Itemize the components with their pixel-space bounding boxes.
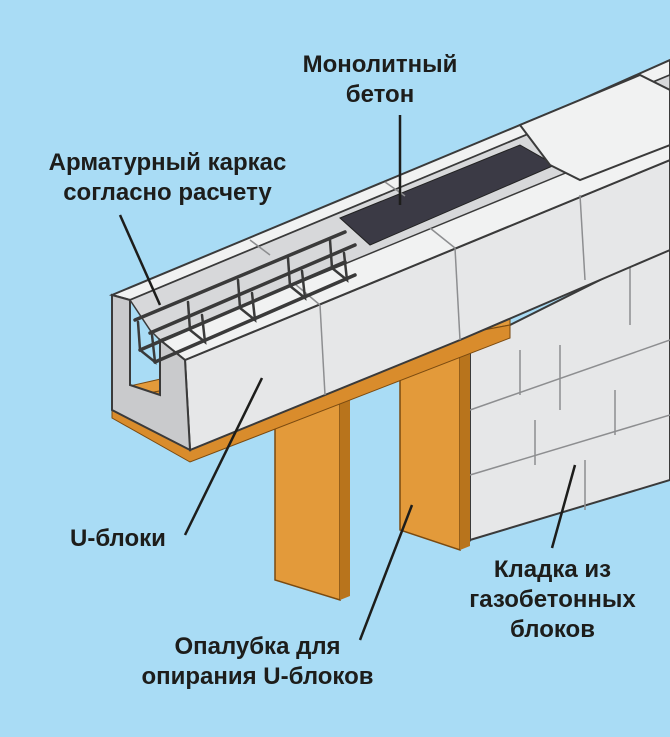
formwork-board-right-side [460, 341, 470, 550]
leader-masonry [550, 464, 577, 549]
formwork-supports [274, 341, 470, 602]
rebar-cage [133, 230, 357, 365]
label-masonry: Кладка из газобетонных блоков [469, 556, 636, 643]
formwork-board-left [274, 397, 341, 602]
label-rebar-cage: Арматурный каркас согласно расчету [48, 149, 287, 206]
leader-formwork [358, 504, 414, 641]
rebar-top-long-1 [133, 230, 347, 322]
label-formwork: Опалубка для опирания U-блоков [141, 633, 374, 690]
rebar-bottom-long-1 [138, 260, 347, 352]
leader-rebar [118, 214, 162, 306]
leader-lines [118, 115, 577, 641]
leader-ublocks [183, 377, 264, 536]
label-u-blocks: U-блоки [70, 525, 166, 552]
formwork-board-left-side [340, 394, 350, 600]
rebar-top-long-2 [148, 243, 357, 335]
beam-right-cap [518, 73, 670, 182]
label-monolithic-concrete: Монолитный бетон [302, 51, 458, 108]
